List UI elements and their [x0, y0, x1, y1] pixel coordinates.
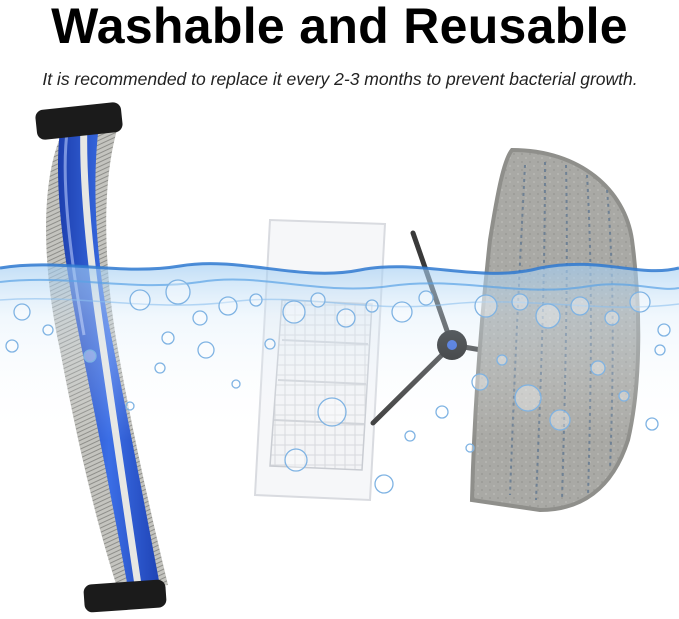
page-title: Washable and Reusable [51, 0, 628, 54]
page-subtitle: It is recommended to replace it every 2-… [42, 69, 638, 89]
water-surface [0, 262, 679, 440]
bubbles [5, 279, 671, 494]
